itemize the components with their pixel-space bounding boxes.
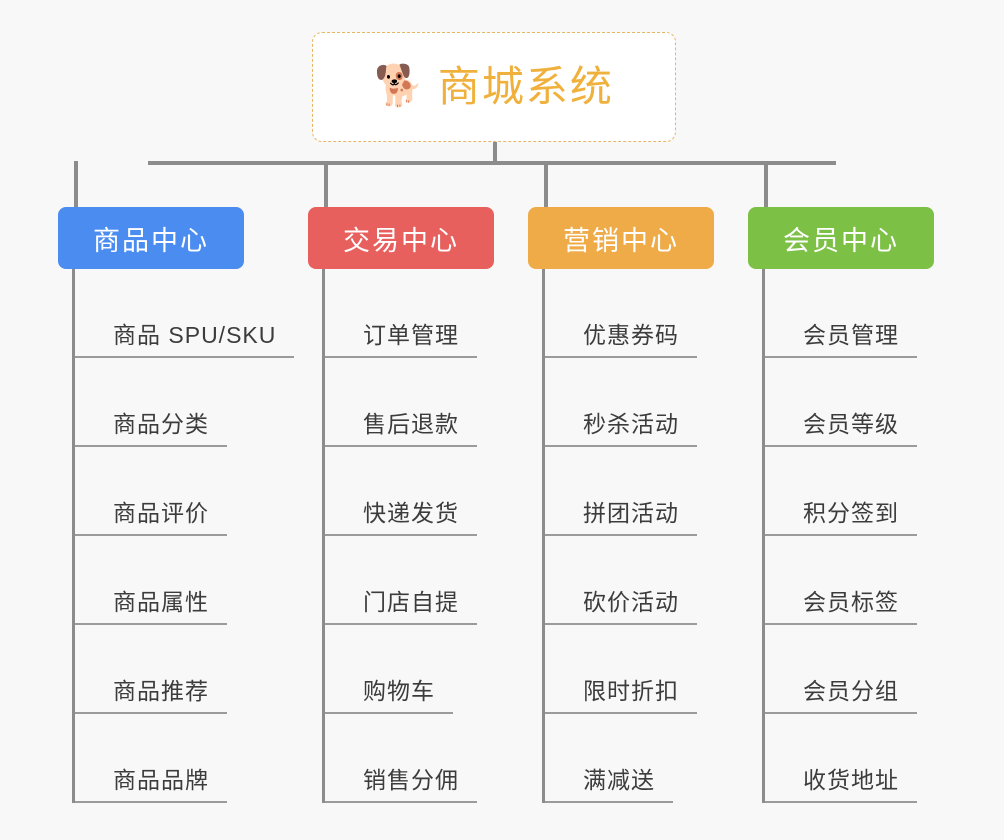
root-title: 商城系统 xyxy=(437,63,614,110)
leaf-item[interactable]: 秒杀活动 xyxy=(545,358,714,447)
leaf-item-label: 订单管理 xyxy=(325,322,477,358)
connector-horizontal-bar xyxy=(148,161,836,165)
leaf-item-label: 销售分佣 xyxy=(325,767,477,803)
leaf-list-member-center: 会员管理会员等级积分签到会员标签会员分组收货地址 xyxy=(762,269,934,803)
leaf-item[interactable]: 商品推荐 xyxy=(75,625,244,714)
leaf-item-label: 快递发货 xyxy=(325,500,477,536)
leaf-item-label: 砍价活动 xyxy=(545,589,697,625)
leaf-item[interactable]: 积分签到 xyxy=(765,447,934,536)
leaf-item[interactable]: 砍价活动 xyxy=(545,536,714,625)
category-label: 商品中心 xyxy=(93,225,209,256)
leaf-item[interactable]: 商品评价 xyxy=(75,447,244,536)
leaf-item[interactable]: 会员标签 xyxy=(765,536,934,625)
leaf-item[interactable]: 销售分佣 xyxy=(325,714,494,803)
leaf-item[interactable]: 商品分类 xyxy=(75,358,244,447)
leaf-item[interactable]: 拼团活动 xyxy=(545,447,714,536)
category-box-trade-center[interactable]: 交易中心 xyxy=(308,207,494,269)
leaf-list-marketing-center: 优惠券码秒杀活动拼团活动砍价活动限时折扣满减送 xyxy=(542,269,714,803)
connector-drop-trade-center xyxy=(324,161,328,207)
leaf-list-product-center: 商品 SPU/SKU 商品分类商品评价商品属性商品推荐商品品牌 xyxy=(72,269,295,803)
leaf-item-label: 优惠券码 xyxy=(545,322,697,358)
leaf-item-label: 售后退款 xyxy=(325,411,477,447)
leaf-item[interactable]: 商品属性 xyxy=(75,536,244,625)
leaf-item-label: 积分签到 xyxy=(765,500,917,536)
leaf-item-label: 限时折扣 xyxy=(545,678,697,714)
leaf-item-label: 会员管理 xyxy=(765,322,917,358)
leaf-item-label: 拼团活动 xyxy=(545,500,697,536)
leaf-item[interactable]: 订单管理 xyxy=(325,269,494,358)
column-trade-center: 交易中心订单管理售后退款快递发货门店自提购物车销售分佣 xyxy=(308,207,494,803)
leaf-item[interactable]: 限时折扣 xyxy=(545,625,714,714)
leaf-item-label: 收货地址 xyxy=(765,767,917,803)
leaf-item-label: 商品属性 xyxy=(75,589,227,625)
category-label: 交易中心 xyxy=(343,225,459,256)
leaf-item-label: 会员等级 xyxy=(765,411,917,447)
leaf-item[interactable]: 会员等级 xyxy=(765,358,934,447)
connector-root-stem xyxy=(493,142,497,163)
leaf-item[interactable]: 会员管理 xyxy=(765,269,934,358)
leaf-item-label: 商品 SPU/SKU xyxy=(75,322,295,358)
leaf-item[interactable]: 商品品牌 xyxy=(75,714,244,803)
category-box-product-center[interactable]: 商品中心 xyxy=(58,207,244,269)
root-node[interactable]: 🐕 商城系统 xyxy=(312,32,676,142)
leaf-item[interactable]: 优惠券码 xyxy=(545,269,714,358)
category-label: 营销中心 xyxy=(563,225,679,256)
leaf-item-label: 会员标签 xyxy=(765,589,917,625)
column-member-center: 会员中心会员管理会员等级积分签到会员标签会员分组收货地址 xyxy=(748,207,934,803)
leaf-item[interactable]: 门店自提 xyxy=(325,536,494,625)
connector-drop-product-center xyxy=(74,161,78,207)
leaf-list-trade-center: 订单管理售后退款快递发货门店自提购物车销售分佣 xyxy=(322,269,494,803)
leaf-item[interactable]: 收货地址 xyxy=(765,714,934,803)
category-label: 会员中心 xyxy=(783,225,899,256)
connector-drop-member-center xyxy=(764,161,768,207)
leaf-item[interactable]: 商品 SPU/SKU xyxy=(75,269,295,358)
leaf-item-label: 满减送 xyxy=(545,767,673,803)
leaf-item[interactable]: 会员分组 xyxy=(765,625,934,714)
connector-drop-marketing-center xyxy=(544,161,548,207)
leaf-item-label: 购物车 xyxy=(325,678,453,714)
column-marketing-center: 营销中心优惠券码秒杀活动拼团活动砍价活动限时折扣满减送 xyxy=(528,207,714,803)
leaf-item-label: 商品评价 xyxy=(75,500,227,536)
leaf-item-label: 商品推荐 xyxy=(75,678,227,714)
leaf-item[interactable]: 购物车 xyxy=(325,625,494,714)
leaf-item[interactable]: 满减送 xyxy=(545,714,714,803)
leaf-item-label: 商品分类 xyxy=(75,411,227,447)
leaf-item-label: 秒杀活动 xyxy=(545,411,697,447)
column-product-center: 商品中心商品 SPU/SKU 商品分类商品评价商品属性商品推荐商品品牌 xyxy=(58,207,295,803)
shiba-dog-face-icon: 🐕 xyxy=(374,64,424,108)
leaf-item[interactable]: 售后退款 xyxy=(325,358,494,447)
leaf-item-label: 门店自提 xyxy=(325,589,477,625)
category-box-marketing-center[interactable]: 营销中心 xyxy=(528,207,714,269)
leaf-item-label: 商品品牌 xyxy=(75,767,227,803)
category-box-member-center[interactable]: 会员中心 xyxy=(748,207,934,269)
leaf-item-label: 会员分组 xyxy=(765,678,917,714)
leaf-item[interactable]: 快递发货 xyxy=(325,447,494,536)
